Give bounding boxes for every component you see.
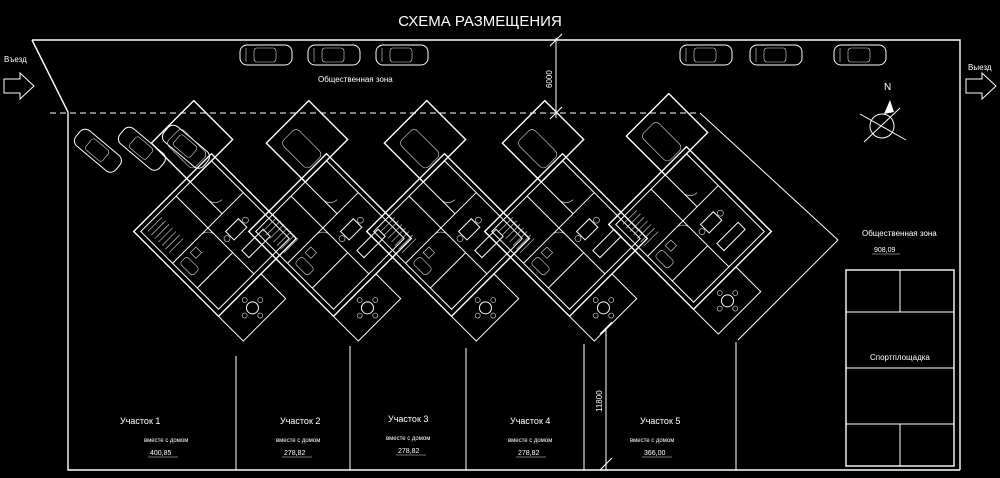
entry-label: Въезд [4, 55, 27, 64]
house-plan [483, 99, 649, 342]
public-zone-right-area: 908,09 [874, 247, 896, 254]
plot-note: вместе с домом [386, 436, 430, 442]
public-zone-top-label: Общественная зона [318, 75, 393, 84]
car-icon [679, 44, 733, 66]
plot-note: вместе с домом [630, 438, 674, 444]
plot-5: Участок 5 вместе с домом 366,00 [630, 416, 680, 458]
plot-name: Участок 4 [510, 416, 550, 426]
house-plan [607, 92, 773, 335]
sports-ground-label: Спортплощадка [870, 353, 930, 362]
house-plan [365, 99, 531, 342]
plot-area: 278,82 [284, 450, 306, 457]
plot-area: 400,85 [150, 450, 172, 457]
plot-name: Участок 2 [280, 416, 320, 426]
parking-top-cars [239, 44, 887, 66]
dimension-top [549, 33, 563, 120]
plot-name: Участок 5 [640, 416, 680, 426]
dimension-bottom [599, 321, 613, 471]
car-icon [73, 128, 122, 173]
plot-3: Участок 3 вместе с домом 278,82 [386, 414, 430, 456]
car-icon [833, 44, 887, 66]
car-icon [307, 44, 361, 66]
plot-note: вместе с домом [144, 438, 188, 444]
plot-area: 366,00 [644, 450, 666, 457]
plot-2: Участок 2 вместе с домом 278,82 [276, 416, 320, 458]
plot-name: Участок 3 [388, 414, 428, 424]
house-plan [247, 99, 413, 342]
dimension-top-label: 6000 [545, 70, 554, 88]
house-plan [132, 99, 298, 342]
plot-area: 278,82 [398, 448, 420, 455]
plot-area: 278,82 [518, 450, 540, 457]
car-icon [239, 44, 293, 66]
plot-dividers [235, 342, 737, 470]
plan-title: СХЕМА РАЗМЕЩЕНИЯ [398, 13, 562, 30]
exit-label: Выезд [968, 63, 992, 72]
parking-diagonal-cars [73, 124, 210, 173]
plot-note: вместе с домом [508, 438, 552, 444]
north-label: N [884, 82, 891, 93]
sports-ground [845, 269, 955, 467]
plot-4: Участок 4 вместе с домом 278,82 [508, 416, 552, 458]
house-floorplans [132, 92, 773, 342]
site-boundary [31, 39, 961, 471]
public-zone-right-label: Общественная зона [862, 229, 937, 238]
car-icon [749, 44, 803, 66]
exit-arrow-icon [965, 71, 997, 101]
car-icon [117, 126, 166, 171]
entry-arrow-icon [3, 71, 35, 101]
dimension-bottom-label: 11800 [595, 390, 604, 412]
plot-name: Участок 1 [120, 416, 160, 426]
plot-1: Участок 1 вместе с домом 400,85 [120, 416, 188, 458]
car-icon [375, 44, 429, 66]
plot-note: вместе с домом [276, 438, 320, 444]
north-arrow-icon [859, 100, 907, 143]
